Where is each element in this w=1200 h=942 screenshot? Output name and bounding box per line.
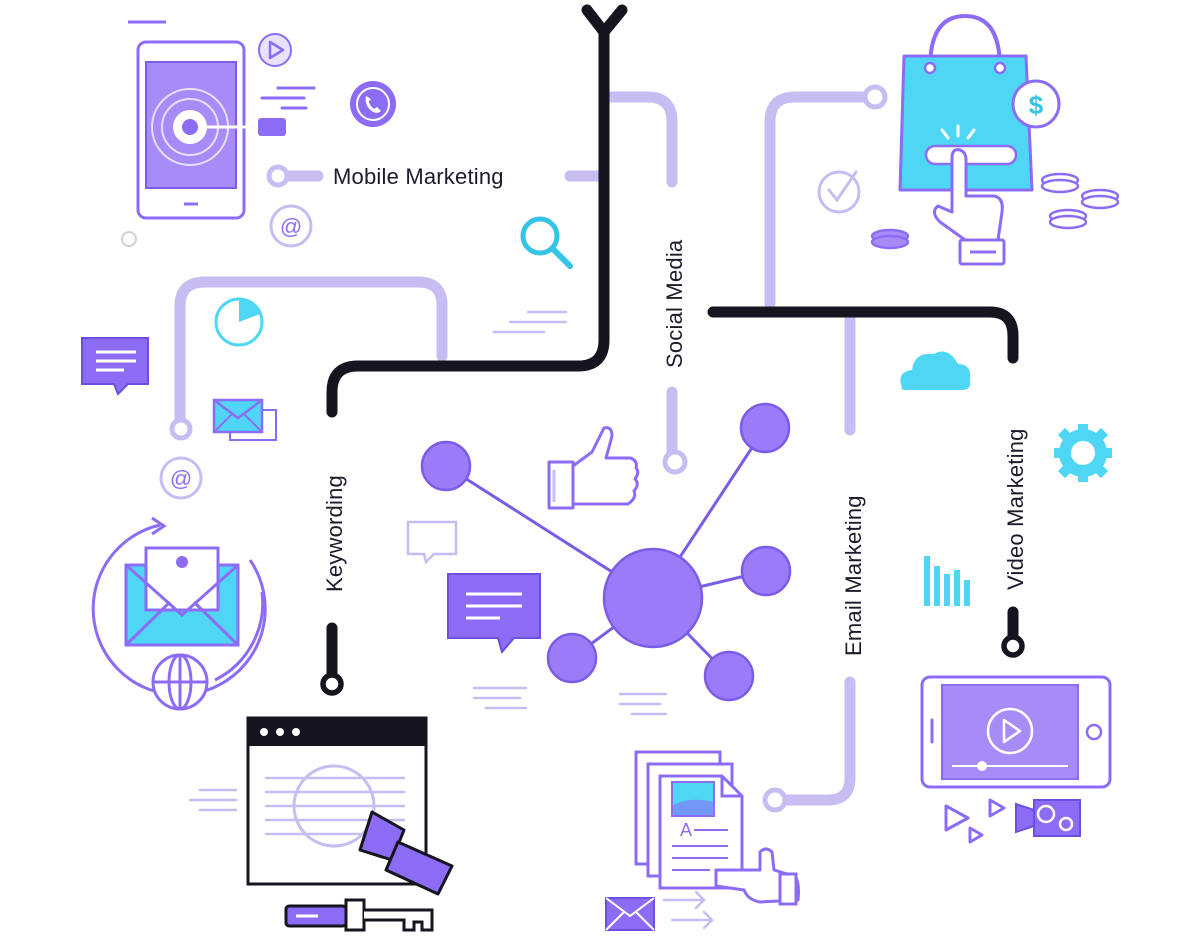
label-social-media: Social Media xyxy=(662,239,687,368)
bar-chart-icon xyxy=(924,556,970,606)
chat-bubble-icon xyxy=(406,520,458,565)
mail-icon xyxy=(605,897,655,931)
light-connectors xyxy=(174,91,868,806)
gear-icon xyxy=(1054,424,1112,482)
dollar-sign-text: $ xyxy=(1029,90,1044,120)
dark-connector-ends xyxy=(320,634,1025,696)
chat-bubble-icon xyxy=(81,337,149,396)
documents-icon: A xyxy=(634,750,800,906)
label-email-marketing: Email Marketing xyxy=(841,495,866,656)
thumbs-up-icon xyxy=(547,426,640,510)
at-sign-icon: @ xyxy=(269,204,313,248)
at-symbol-text: @ xyxy=(170,466,192,491)
play-icon xyxy=(944,798,1006,844)
camera-icon xyxy=(1015,799,1081,837)
dollar-coin-icon: $ xyxy=(1011,79,1061,129)
pie-chart-icon xyxy=(214,297,264,347)
at-symbol-text: @ xyxy=(280,214,302,239)
small-circle-deco xyxy=(121,231,137,247)
play-icon xyxy=(258,33,292,67)
text-lines-deco xyxy=(260,86,316,110)
phone-icon xyxy=(350,81,396,127)
arrows-deco xyxy=(662,890,714,930)
cloud-icon xyxy=(900,351,971,390)
coins-icon xyxy=(870,172,1120,250)
mail-icon xyxy=(212,398,277,441)
light-connector-ends xyxy=(169,84,888,813)
network-graph-icon xyxy=(420,402,792,702)
text-lines-deco xyxy=(492,310,568,334)
smartphone-target-icon xyxy=(136,40,286,220)
label-keywording: Keywording xyxy=(322,475,347,592)
dark-connectors xyxy=(326,4,1019,686)
globe-icon xyxy=(151,653,209,711)
label-mobile-marketing: Mobile Marketing xyxy=(333,164,504,189)
key-icon xyxy=(284,898,434,932)
at-sign-icon: @ xyxy=(159,456,203,500)
text-lines-deco xyxy=(472,686,668,716)
chat-bubble-icon xyxy=(447,573,541,655)
doc-letter: A xyxy=(680,820,692,840)
label-video-marketing: Video Marketing xyxy=(1003,428,1028,590)
text-lines-deco xyxy=(188,788,238,812)
flashlight-icon xyxy=(358,810,454,896)
tablet-video-icon xyxy=(920,675,1112,789)
email-cycle-icon xyxy=(91,516,267,697)
search-icon xyxy=(520,216,573,269)
shopping-bag-icon xyxy=(898,13,1034,266)
checkmark-icon xyxy=(817,170,861,214)
